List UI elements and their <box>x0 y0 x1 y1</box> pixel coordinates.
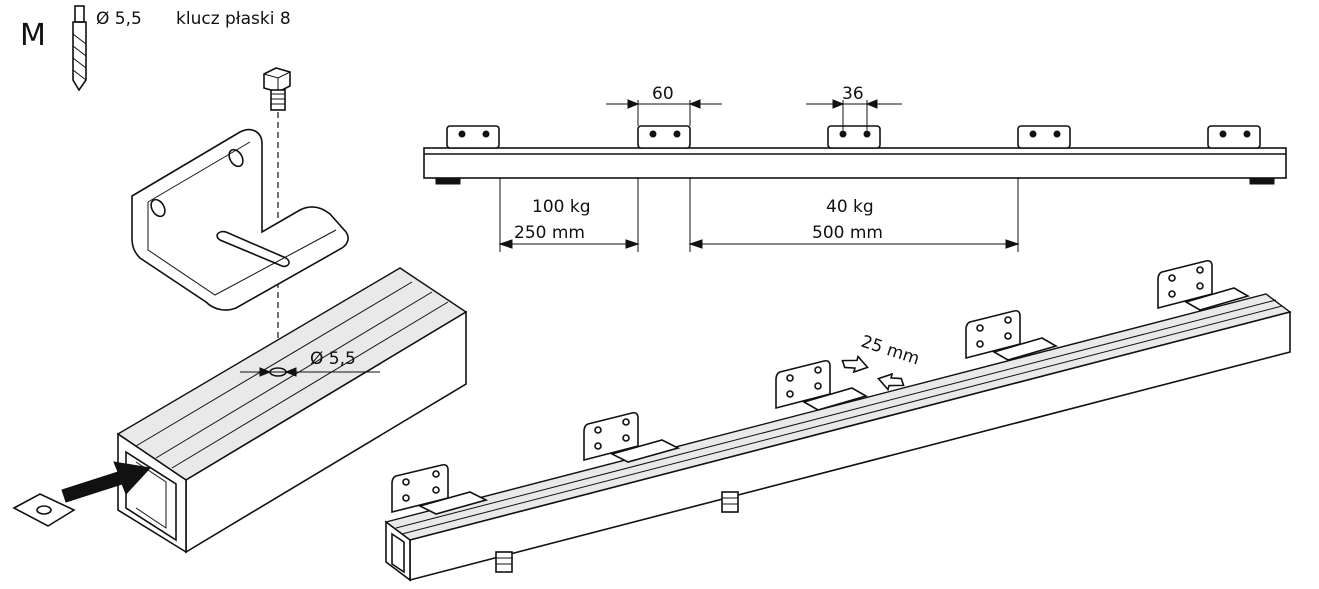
drill-diameter-label: Ø 5,5 <box>96 9 142 29</box>
bottom-bolt-1 <box>495 551 513 573</box>
tools-header: M Ø 5,5 klucz płaski 8 <box>20 5 291 92</box>
l-bracket <box>131 128 349 311</box>
rail-side-view <box>423 147 1287 179</box>
load-middle-label: 40 kg <box>826 197 874 217</box>
drill-bit-icon <box>72 5 87 92</box>
adjustment-label: 25 mm <box>858 332 921 370</box>
mounting-detail: Ø 5,5 <box>12 67 468 554</box>
hole-diameter-label: Ø 5,5 <box>310 349 356 369</box>
bracket-top-2 <box>637 125 691 149</box>
dim-hole-spacing: 36 <box>842 84 864 104</box>
bracket-persp-3 <box>775 359 869 411</box>
bottom-bolt-2 <box>721 491 739 513</box>
spacing-middle-label: 500 mm <box>812 223 883 243</box>
adjust-arrows-icon <box>841 354 905 392</box>
rail-profile <box>116 267 468 554</box>
insert-arrow-icon <box>61 461 151 503</box>
dim-bracket-width: 60 <box>652 84 674 104</box>
hex-bolt-icon <box>263 67 291 111</box>
bracket-persp-4 <box>965 309 1059 361</box>
bracket-persp-2 <box>583 411 681 463</box>
bracket-top-4 <box>1017 125 1071 149</box>
bracket-persp-1 <box>391 463 489 515</box>
perspective-view: 25 mm <box>384 259 1292 582</box>
kit-letter: M <box>20 18 46 53</box>
bracket-top-1 <box>435 125 500 185</box>
bracket-persp-5 <box>1157 259 1251 311</box>
load-end-label: 100 kg <box>532 197 591 217</box>
spacing-end-label: 250 mm <box>514 223 585 243</box>
top-view: 60 36 100 kg 250 mm 40 kg 500 mm <box>423 84 1287 252</box>
bracket-top-3 <box>827 125 881 149</box>
bracket-top-5 <box>1207 125 1275 185</box>
wrench-label: klucz płaski 8 <box>176 9 291 29</box>
square-plate <box>12 493 76 527</box>
